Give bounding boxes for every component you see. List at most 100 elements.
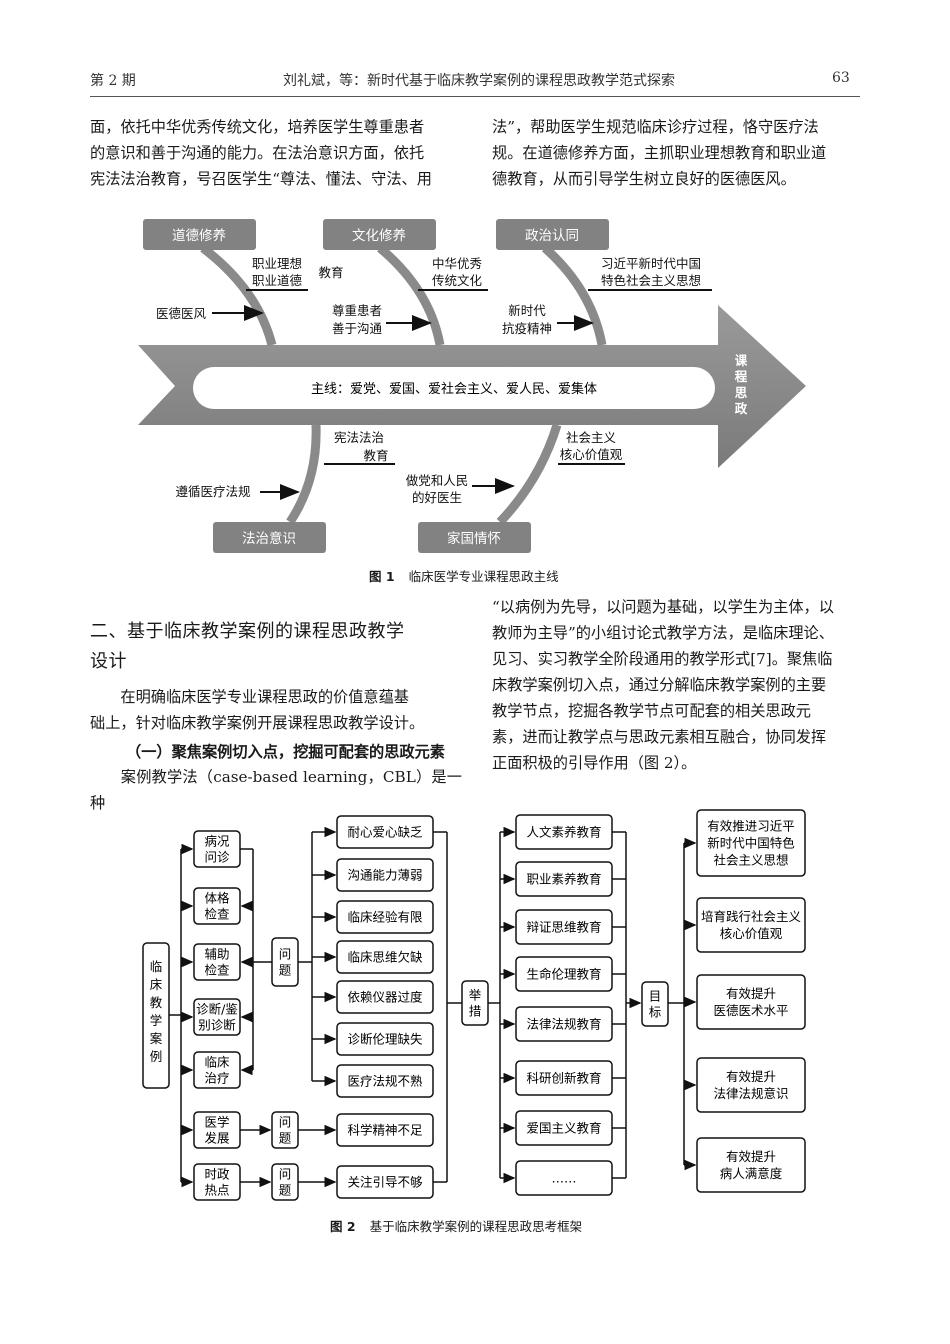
node-1-line-1: 病况 [204, 834, 230, 849]
goal-4-line-2: 法律法规意识 [713, 1086, 788, 1101]
goal-4-line-1: 有效提升 [726, 1069, 776, 1084]
problem-label-extra-2-line-2: 题 [279, 1183, 292, 1198]
measure-box-7 [515, 1110, 613, 1146]
label-respect-1: 尊重患者 [332, 303, 382, 318]
problem-box-main [271, 937, 299, 987]
label-xi-1: 习近平新时代中国 [601, 256, 701, 271]
figure-1-caption-text: 临床医学专业课程思政主线 [408, 569, 559, 584]
problem-label-main-line-2: 题 [279, 963, 292, 978]
measures-label-line-1: 举 [469, 988, 482, 1003]
box-politics [496, 219, 609, 250]
root-char-4: 学 [150, 1013, 163, 1028]
label-respect-2: 善于沟通 [332, 321, 383, 336]
measure-6-line-1: 科研创新教育 [526, 1071, 601, 1086]
body-paragraph-intro: 在明确临床医学专业课程思政的价值意蕴基 础上，针对临床教学案例开展课程思政教学设… [90, 688, 425, 732]
goal-1-line-2: 新时代中国特色 [707, 836, 795, 851]
measures-label-line-2: 措 [469, 1004, 482, 1019]
label-follow-rules: 遵循医疗法规 [175, 484, 250, 499]
header-rule [90, 96, 860, 97]
measure-box-1 [515, 814, 613, 850]
box-culture [323, 219, 436, 250]
label-culture-1: 中华优秀 [432, 256, 483, 271]
node-4-line-2: 别诊断 [198, 1018, 236, 1033]
root-box [142, 942, 170, 1089]
problem-box-extra-1 [271, 1111, 299, 1149]
node-2-line-1: 体格 [204, 891, 230, 906]
box-politics-label: 政治认同 [525, 228, 579, 244]
node-box-6 [193, 1111, 241, 1149]
problem-item-box-9 [336, 1165, 434, 1199]
goals-label-box [641, 981, 669, 1027]
root-char-2: 床 [150, 977, 163, 992]
label-job-ideal-2: 职业道德 [252, 273, 303, 288]
root-char-6: 例 [150, 1049, 163, 1064]
label-job-ideal-1: 职业理想 [252, 256, 302, 271]
section-heading: 二、基于临床教学案例的课程思政教学 设计 [90, 621, 405, 672]
problem-item-box-1 [336, 815, 434, 849]
node-4-line-1: 诊断/鉴 [196, 1002, 238, 1017]
measure-3-line-1: 辩证思维教育 [526, 920, 601, 935]
goals-label-line-1: 目 [649, 989, 662, 1004]
measure-5-line-1: 法律法规教育 [526, 1017, 601, 1032]
spine-text: 主线：爱党、爱国、爱社会主义、爱人民、爱集体 [311, 381, 597, 397]
goal-3-line-2: 医德医术水平 [713, 1003, 788, 1018]
measure-box-6 [515, 1060, 613, 1096]
goal-box-2 [696, 897, 806, 953]
node-6-line-2: 发展 [204, 1131, 229, 1146]
problem-item-box-6 [336, 1022, 434, 1056]
bone-moral [200, 244, 277, 347]
bone-culture [377, 244, 445, 346]
problem-item-box-3 [336, 900, 434, 934]
figure-1-fishbone-diagram: 主线：爱党、爱国、爱社会主义、爱人民、爱集体 课 程 思 政 道德修养 文化修养… [138, 219, 806, 553]
figure-2-framework-diagram: 临床教学案例病况问诊体格检查辅助检查诊断/鉴别诊断临床治疗医学发展时政热点问题耐… [142, 809, 806, 1201]
goal-5-line-2: 病人满意度 [720, 1166, 783, 1181]
goal-1-line-1: 有效推进习近平 [707, 819, 795, 834]
problem-item-1-line-1: 耐心爱心缺乏 [347, 825, 423, 840]
problem-item-6-line-1: 诊断伦理缺失 [347, 1032, 423, 1047]
root-char-3: 教 [150, 995, 163, 1010]
problem-label-main-line-1: 问 [279, 947, 292, 962]
spine-pill [193, 367, 715, 409]
figure-2-caption-text: 基于临床教学案例的课程思政思考框架 [369, 1219, 583, 1234]
label-education: 教育 [318, 265, 343, 280]
node-box-4 [193, 998, 241, 1036]
root-char-1: 临 [150, 959, 163, 974]
root-char-5: 案 [150, 1031, 163, 1046]
measure-7-line-1: 爱国主义教育 [526, 1121, 601, 1136]
bone-politics [542, 244, 607, 346]
arrow-head-char-4: 政 [735, 401, 748, 416]
label-good-doc-1: 做党和人民 [406, 473, 469, 488]
page-number: 63 [832, 70, 850, 86]
node-2-line-2: 检查 [204, 907, 230, 922]
problem-label-extra-2-line-1: 问 [279, 1167, 292, 1182]
label-law-1: 宪法法治 [334, 430, 384, 445]
node-5-line-1: 临床 [204, 1055, 230, 1070]
node-box-5 [193, 1051, 241, 1089]
problem-item-box-8 [336, 1113, 434, 1147]
label-epidemic-2: 抗疫精神 [502, 321, 552, 336]
measures-label-box [461, 980, 489, 1026]
measure-box-2 [515, 861, 613, 897]
body-paragraph-top-left: 面，依托中华优秀传统文化，培养医学生尊重患者 的意识和善于沟通的能力。在法治意识… [90, 118, 432, 188]
label-medical-ethics: 医德医风 [156, 306, 207, 321]
node-1-line-2: 问诊 [204, 850, 230, 865]
goal-1-line-3: 社会主义思想 [713, 853, 788, 868]
label-law-2: 教育 [363, 448, 388, 463]
body-paragraph-top-right: 法”，帮助医学生规范临床诊疗过程，恪守医疗法 规。在道德修养方面，主抓职业理想教… [492, 118, 827, 188]
label-epidemic-1: 新时代 [508, 303, 546, 318]
box-law-label: 法治意识 [242, 530, 296, 547]
label-culture-2: 传统文化 [432, 273, 483, 288]
measure-4-line-1: 生命伦理教育 [526, 967, 601, 982]
box-culture-label: 文化修养 [352, 228, 406, 244]
problem-item-4-line-1: 临床思维欠缺 [347, 950, 423, 965]
label-good-doc-2: 的好医生 [412, 490, 462, 505]
goal-3-line-1: 有效提升 [726, 986, 776, 1001]
goal-5-line-1: 有效提升 [726, 1149, 776, 1164]
goal-box-1 [696, 809, 806, 877]
problem-item-box-2 [336, 858, 434, 892]
subheading: （一）聚焦案例切入点，挖掘可配套的思政元素 [126, 743, 445, 761]
goal-2-line-1: 培育践行社会主义 [701, 909, 802, 924]
problem-item-box-4 [336, 940, 434, 974]
